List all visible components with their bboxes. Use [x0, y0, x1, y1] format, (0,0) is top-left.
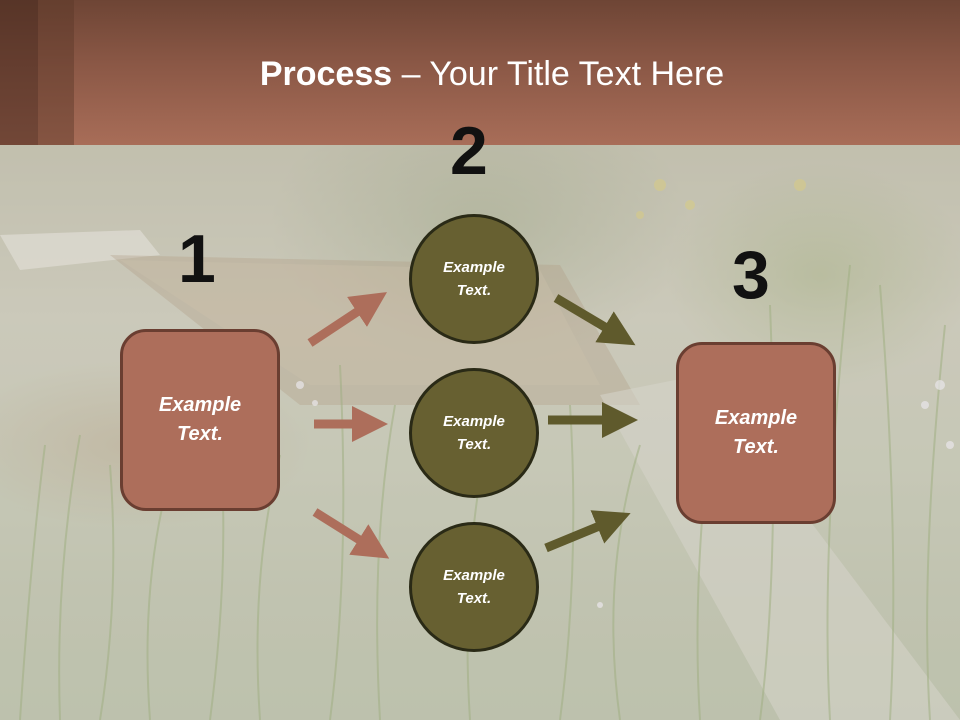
title-bar [0, 0, 960, 145]
arrow-box1-to-circle1 [307, 292, 388, 347]
header-stripe [38, 0, 74, 145]
header-stripe [0, 0, 38, 145]
circle-node-top: Example Text. [409, 214, 539, 344]
step-number-2: 2 [450, 113, 488, 189]
step-number-1: 1 [178, 221, 216, 297]
circle-node-bottom: Example Text. [409, 522, 539, 652]
title-rest: – Your Title Text Here [392, 55, 725, 93]
arrow-box1-to-circle3 [312, 508, 390, 559]
title-bold: Process [259, 55, 393, 93]
left-box-label: Example Text. [158, 394, 242, 445]
circle-node-middle: Example Text. [409, 368, 539, 498]
right-box-label: Example Text. [714, 407, 798, 458]
circle-label: Example Text. [443, 259, 505, 299]
circle-label: Example Text. [443, 567, 505, 607]
arrow-circle3-to-box3 [544, 510, 631, 553]
circle-label: Example Text. [443, 413, 505, 453]
left-step-box: Example Text. [120, 329, 280, 511]
arrow-circle1-to-box3 [553, 294, 636, 346]
slide-title: Process – Your Title Text Here [0, 52, 960, 96]
step-number-3: 3 [732, 237, 770, 313]
right-step-box: Example Text. [676, 342, 836, 524]
